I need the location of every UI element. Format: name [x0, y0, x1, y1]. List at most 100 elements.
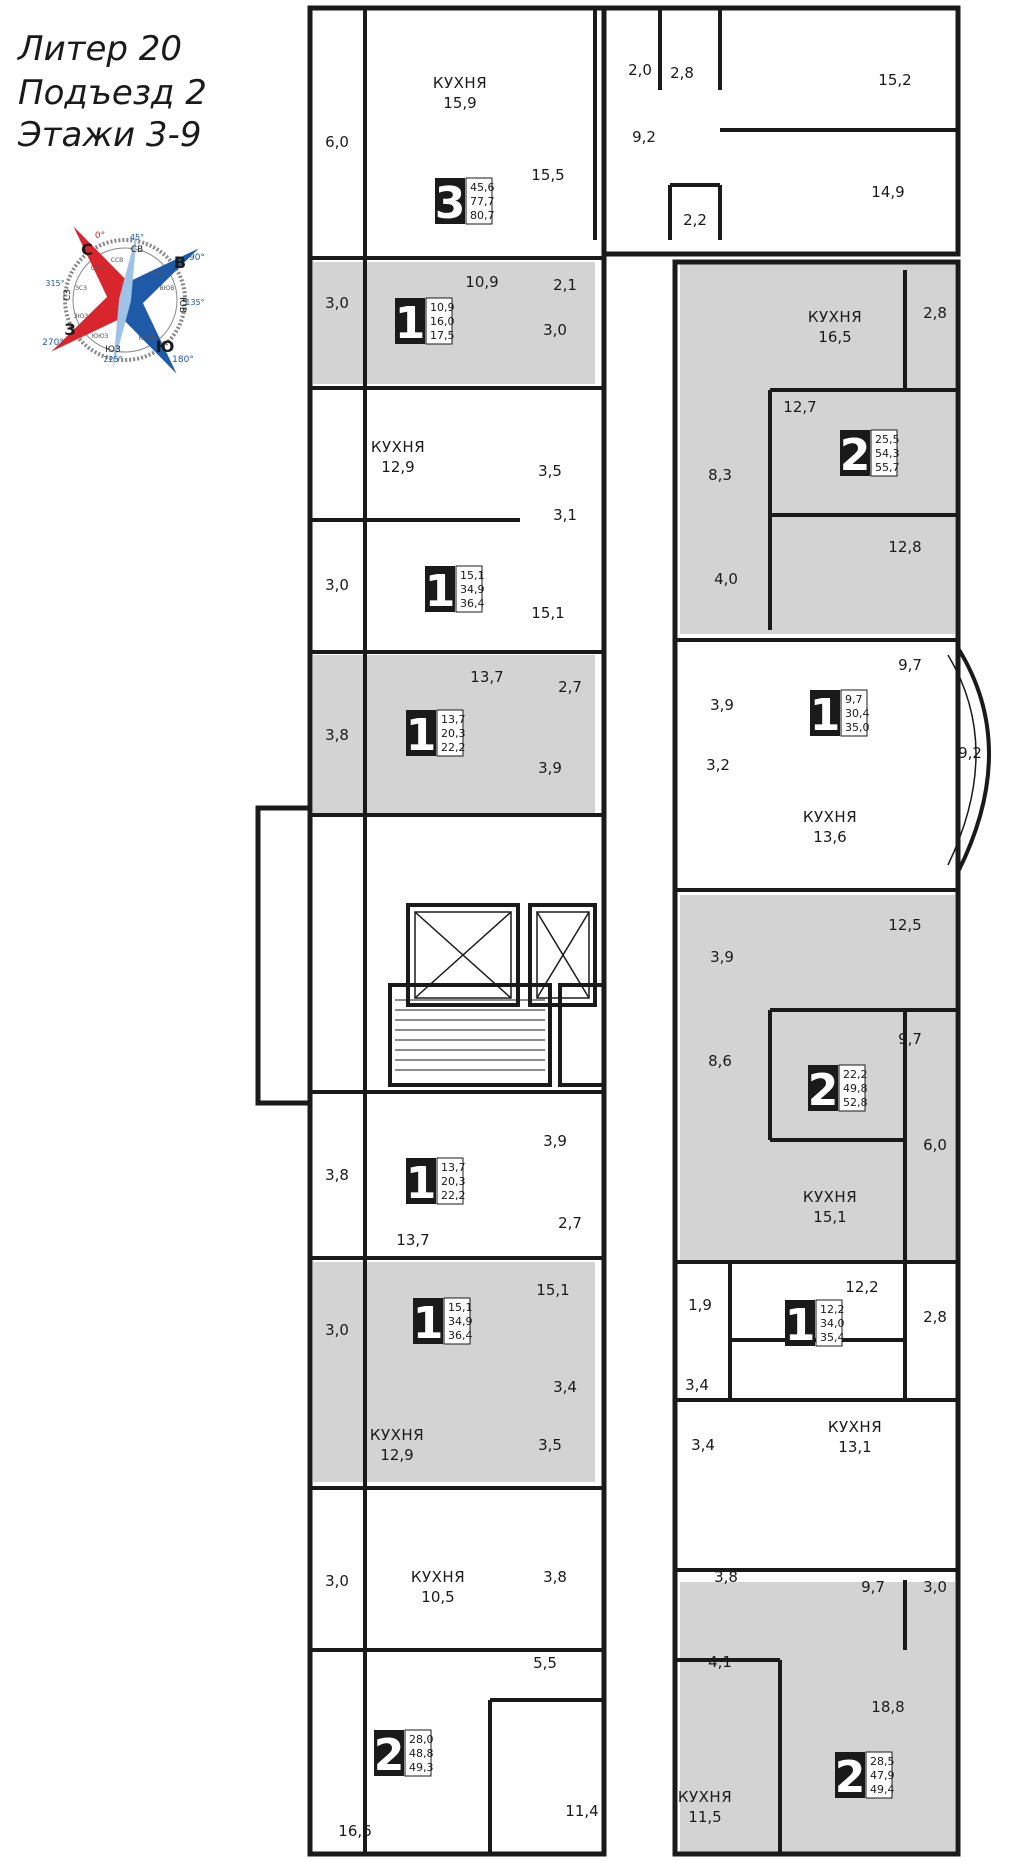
- apartment-badge: 3 45,677,780,7: [435, 177, 495, 229]
- svg-text:12,7: 12,7: [783, 398, 816, 416]
- svg-text:5,5: 5,5: [533, 1654, 557, 1672]
- svg-text:36,4: 36,4: [448, 1329, 473, 1342]
- compass-ne: СВ: [131, 245, 143, 255]
- compass-nne: ССВ: [111, 257, 124, 264]
- svg-text:КУХНЯ: КУХНЯ: [371, 438, 425, 456]
- svg-text:13,7: 13,7: [470, 668, 503, 686]
- svg-text:2,8: 2,8: [923, 304, 947, 322]
- svg-text:КУХНЯ: КУХНЯ: [808, 308, 862, 326]
- svg-text:28,5: 28,5: [870, 1755, 895, 1768]
- svg-text:2,8: 2,8: [670, 64, 694, 82]
- svg-text:1: 1: [810, 690, 841, 741]
- svg-text:15,9: 15,9: [443, 94, 476, 112]
- svg-text:54,3: 54,3: [875, 447, 900, 460]
- compass-ssw: ЮЮЗ: [92, 333, 109, 340]
- apartment-badge: 2 28,048,849,3: [374, 1729, 434, 1781]
- svg-text:1: 1: [406, 710, 437, 761]
- svg-text:КУХНЯ: КУХНЯ: [828, 1418, 882, 1436]
- svg-text:8,6: 8,6: [708, 1052, 732, 1070]
- svg-text:3,1: 3,1: [553, 506, 577, 524]
- svg-text:22,2: 22,2: [441, 1189, 466, 1202]
- svg-text:22,2: 22,2: [441, 741, 466, 754]
- compass-wsw: ЗЮЗ: [74, 313, 88, 320]
- svg-text:11,5: 11,5: [688, 1808, 721, 1826]
- svg-text:77,7: 77,7: [470, 195, 495, 208]
- svg-text:12,8: 12,8: [888, 538, 921, 556]
- svg-text:49,3: 49,3: [409, 1761, 434, 1774]
- svg-text:9,7: 9,7: [898, 656, 922, 674]
- svg-text:15,2: 15,2: [878, 71, 911, 89]
- svg-text:3,9: 3,9: [538, 759, 562, 777]
- svg-text:12,9: 12,9: [381, 458, 414, 476]
- inner-walls: [308, 8, 958, 1854]
- compass-nnw: ССЗ: [91, 265, 103, 272]
- svg-text:2,8: 2,8: [923, 1308, 947, 1326]
- shaded-areas: [313, 262, 955, 1852]
- compass-deg135: 135°: [185, 298, 204, 307]
- svg-text:13,6: 13,6: [813, 828, 846, 846]
- svg-text:8,3: 8,3: [708, 466, 732, 484]
- bay-window: [956, 646, 991, 873]
- svg-text:3,0: 3,0: [923, 1578, 947, 1596]
- svg-text:12,5: 12,5: [888, 916, 921, 934]
- svg-text:18,8: 18,8: [871, 1698, 904, 1716]
- compass-south: Ю: [156, 337, 175, 356]
- svg-text:2: 2: [808, 1065, 839, 1116]
- svg-text:34,0: 34,0: [820, 1317, 845, 1330]
- compass-deg315: 315°: [45, 279, 64, 288]
- svg-text:12,2: 12,2: [820, 1303, 845, 1316]
- svg-text:52,8: 52,8: [843, 1096, 868, 1109]
- svg-text:КУХНЯ: КУХНЯ: [433, 74, 487, 92]
- svg-text:КУХНЯ: КУХНЯ: [803, 808, 857, 826]
- svg-text:45,6: 45,6: [470, 181, 495, 194]
- svg-text:15,5: 15,5: [531, 166, 564, 184]
- title-line-1: Литер 20: [18, 29, 183, 69]
- svg-text:25,5: 25,5: [875, 433, 900, 446]
- svg-text:9,7: 9,7: [861, 1578, 885, 1596]
- title-line-2: Подъезд 2: [18, 73, 207, 113]
- svg-text:13,7: 13,7: [441, 1161, 466, 1174]
- apartment-badge: 2 25,554,355,7: [840, 429, 900, 481]
- svg-text:48,8: 48,8: [409, 1747, 434, 1760]
- compass-deg0: 0°: [95, 231, 105, 241]
- svg-text:3,8: 3,8: [325, 726, 349, 744]
- svg-text:2: 2: [835, 1752, 866, 1803]
- svg-text:1: 1: [785, 1300, 816, 1351]
- svg-text:55,7: 55,7: [875, 461, 900, 474]
- svg-text:2,7: 2,7: [558, 678, 582, 696]
- compass-sse: ЮЮВ: [138, 335, 155, 342]
- svg-text:6,0: 6,0: [923, 1136, 947, 1154]
- svg-text:3,5: 3,5: [538, 462, 562, 480]
- svg-text:3,2: 3,2: [706, 756, 730, 774]
- svg-text:16,6: 16,6: [338, 1822, 371, 1840]
- stairs: [395, 999, 545, 1071]
- compass-deg270: 270°: [42, 338, 64, 348]
- svg-text:11,4: 11,4: [565, 1802, 598, 1820]
- svg-text:1: 1: [395, 298, 426, 349]
- svg-text:10,9: 10,9: [465, 273, 498, 291]
- svg-text:2: 2: [374, 1730, 405, 1781]
- svg-text:80,7: 80,7: [470, 209, 495, 222]
- svg-text:12,2: 12,2: [845, 1278, 878, 1296]
- svg-text:10,9: 10,9: [430, 301, 455, 314]
- svg-text:4,0: 4,0: [714, 570, 738, 588]
- svg-text:3,0: 3,0: [325, 294, 349, 312]
- svg-text:16,5: 16,5: [818, 328, 851, 346]
- apartment-badge: 1 15,134,936,4: [425, 565, 485, 617]
- svg-text:3,0: 3,0: [325, 1572, 349, 1590]
- kitchen-labels: КУХНЯ КУХНЯ КУХНЯ КУХНЯ КУХНЯ КУХНЯ КУХН…: [370, 74, 882, 1806]
- svg-text:17,5: 17,5: [430, 329, 455, 342]
- svg-text:3,9: 3,9: [543, 1132, 567, 1150]
- apartment-badge: 1 12,234,035,4: [785, 1299, 845, 1351]
- compass-ene: ВСВ: [149, 271, 161, 278]
- compass-west: З: [64, 320, 75, 339]
- svg-text:6,0: 6,0: [325, 133, 349, 151]
- apartment-badges: 3 45,677,780,7 1 10,916,017,5 1 15,134,9…: [374, 177, 900, 1803]
- svg-text:15,1: 15,1: [460, 569, 485, 582]
- svg-text:2: 2: [840, 430, 871, 481]
- svg-text:2,2: 2,2: [683, 211, 707, 229]
- apartment-badge: 2 28,547,949,4: [835, 1751, 895, 1803]
- compass-east: В: [174, 253, 186, 272]
- svg-text:49,8: 49,8: [843, 1082, 868, 1095]
